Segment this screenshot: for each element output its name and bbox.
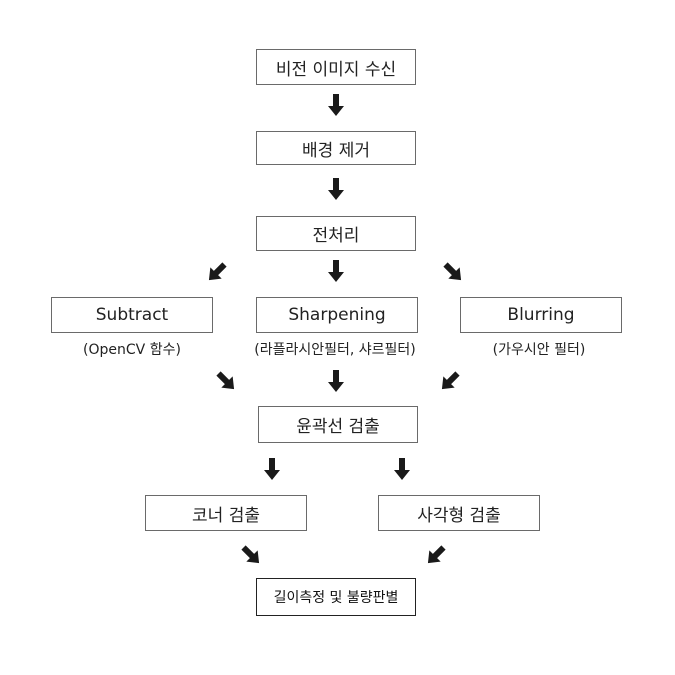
corner-detection-node: 코너 검출	[145, 495, 307, 531]
arrow-down-left-icon	[422, 541, 450, 569]
blurring-caption: (가우시안 필터)	[492, 342, 586, 358]
subtract-label: Subtract	[95, 305, 169, 325]
sharpening-caption: (라플라시안필터, 샤르필터)	[254, 342, 416, 358]
measure-and-judge-label: 길이측정 및 불량판별	[273, 590, 399, 606]
rectangle-detection-label: 사각형 검출	[417, 505, 501, 526]
contour-detection-node: 윤곽선 검출	[258, 406, 418, 443]
corner-detection-label: 코너 검출	[192, 505, 260, 526]
arrow-down-left-icon	[436, 367, 464, 395]
arrow-down-icon	[264, 458, 280, 480]
background-removal-node: 배경 제거	[256, 131, 416, 165]
vision-receive-label: 비전 이미지 수신	[275, 59, 397, 80]
rectangle-detection-node: 사각형 검출	[378, 495, 540, 531]
preprocessing-node: 전처리	[256, 216, 416, 251]
contour-detection-label: 윤곽선 검출	[296, 417, 380, 437]
blurring-label: Blurring	[507, 305, 575, 325]
background-removal-label: 배경 제거	[302, 140, 370, 161]
sharpening-node: Sharpening	[256, 297, 418, 333]
arrow-down-left-icon	[203, 258, 231, 286]
arrow-down-icon	[394, 458, 410, 480]
arrow-down-icon	[328, 370, 344, 392]
arrow-down-icon	[328, 178, 344, 200]
arrow-down-right-icon	[212, 367, 240, 395]
preprocessing-label: 전처리	[312, 226, 360, 246]
subtract-node: Subtract	[51, 297, 213, 333]
blurring-node: Blurring	[460, 297, 622, 333]
arrow-down-right-icon	[237, 541, 265, 569]
subtract-caption: (OpenCV 함수)	[83, 342, 181, 358]
sharpening-label: Sharpening	[288, 305, 386, 325]
arrow-down-icon	[328, 260, 344, 282]
vision-receive-node: 비전 이미지 수신	[256, 49, 416, 85]
arrow-down-icon	[328, 94, 344, 116]
arrow-down-right-icon	[439, 258, 467, 286]
measure-and-judge-node: 길이측정 및 불량판별	[256, 578, 416, 616]
